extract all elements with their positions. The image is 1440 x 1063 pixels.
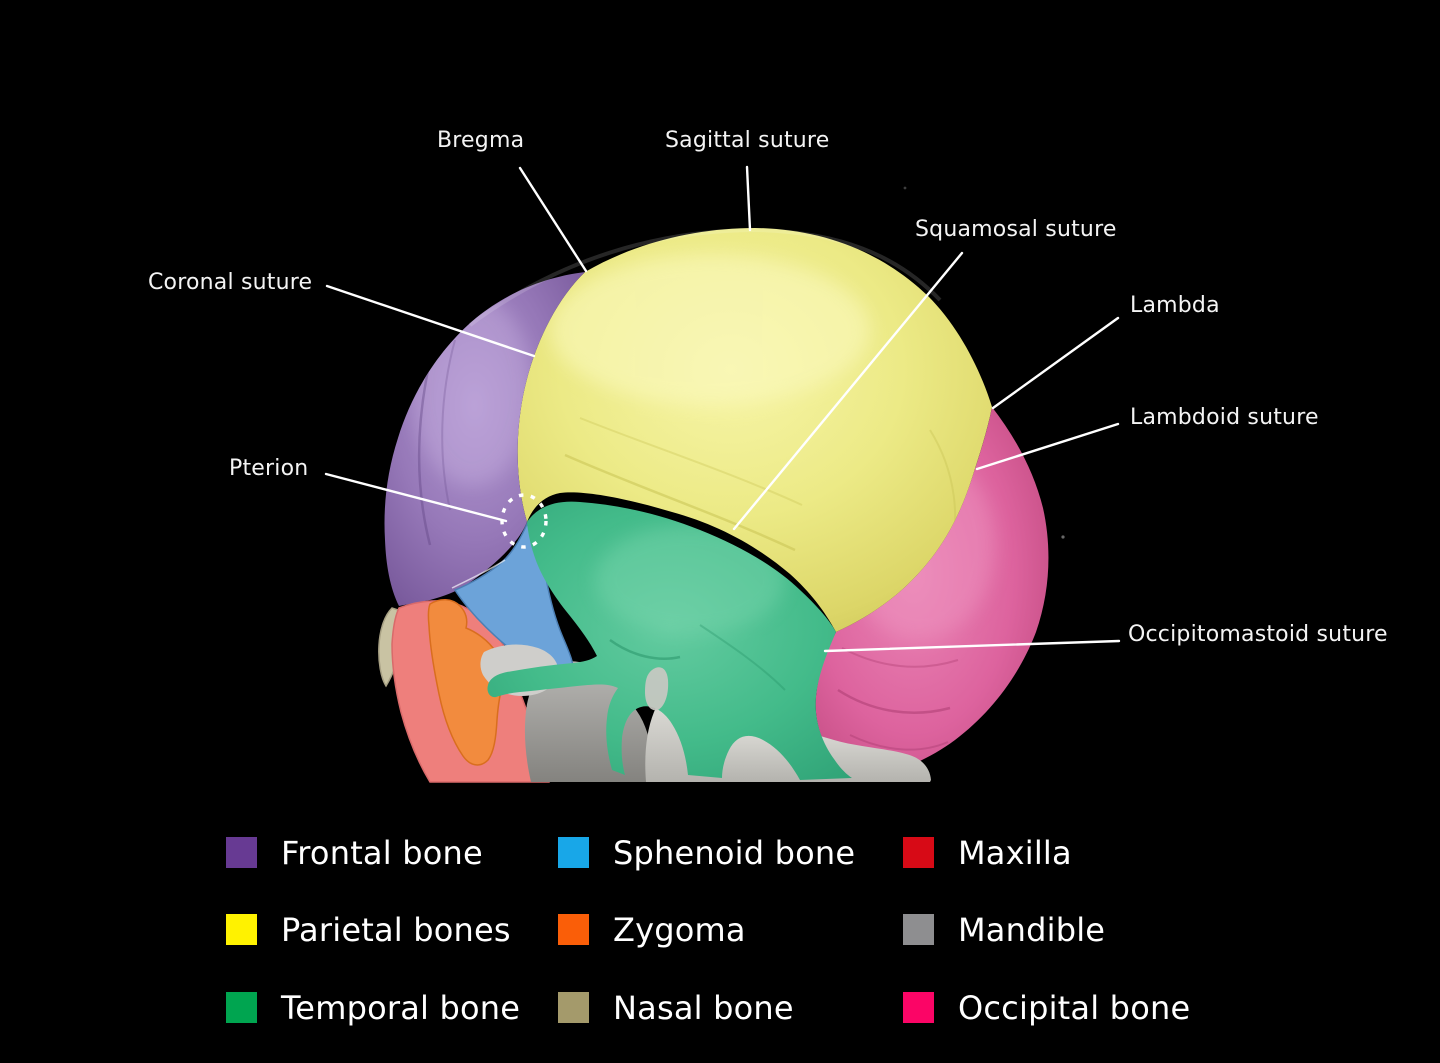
legend-item-temporal-bone: Temporal bone bbox=[226, 988, 521, 1027]
squamosal-suture-line bbox=[732, 251, 964, 531]
dome-rim-highlight bbox=[468, 227, 942, 327]
render-speck bbox=[903, 186, 907, 190]
legend-label: Zygoma bbox=[613, 910, 746, 949]
zygoma-region bbox=[427, 599, 505, 766]
legend-label: Parietal bones bbox=[281, 910, 511, 949]
occipital-bone-swatch bbox=[903, 992, 934, 1023]
bregma-line bbox=[518, 166, 588, 273]
sphenoid-bone-swatch bbox=[558, 837, 589, 868]
pterion-marker-circle bbox=[500, 493, 548, 549]
label-pterion: Pterion bbox=[229, 456, 309, 481]
legend-label: Temporal bone bbox=[281, 988, 521, 1027]
legend-label: Maxilla bbox=[958, 833, 1072, 872]
legend-label: Nasal bone bbox=[613, 988, 794, 1027]
label-sagittal-suture: Sagittal suture bbox=[665, 128, 830, 153]
ear-canal-bone bbox=[645, 667, 669, 711]
parietal-bones-swatch bbox=[226, 914, 257, 945]
legend-item-occipital-bone: Occipital bone bbox=[903, 988, 1191, 1027]
legend-item-maxilla: Maxilla bbox=[903, 833, 1072, 872]
lambda-line bbox=[991, 316, 1120, 410]
frontal-bone-swatch bbox=[226, 837, 257, 868]
label-lambdoid-suture: Lambdoid suture bbox=[1130, 405, 1319, 430]
legend-item-zygoma: Zygoma bbox=[558, 910, 746, 949]
mandible-region bbox=[524, 661, 654, 782]
nasal-bone-swatch bbox=[558, 992, 589, 1023]
legend-label: Sphenoid bone bbox=[613, 833, 856, 872]
label-coronal-suture: Coronal suture bbox=[148, 270, 313, 295]
sphenofrontal-suture-highlight bbox=[451, 559, 506, 589]
occipitomastoid-suture-line bbox=[823, 639, 1121, 653]
legend-item-sphenoid-bone: Sphenoid bone bbox=[558, 833, 856, 872]
mandible-swatch bbox=[903, 914, 934, 945]
temporal-shading bbox=[595, 525, 786, 691]
coronal-suture-line bbox=[325, 284, 536, 358]
sagittal-suture-line bbox=[745, 165, 752, 232]
legend-item-parietal-bones: Parietal bones bbox=[226, 910, 511, 949]
zygoma-swatch bbox=[558, 914, 589, 945]
lambdoid-suture-line bbox=[975, 422, 1120, 471]
callout-lines bbox=[324, 165, 1121, 653]
legend-item-frontal-bone: Frontal bone bbox=[226, 833, 483, 872]
legend-label: Mandible bbox=[958, 910, 1106, 949]
legend-item-nasal-bone: Nasal bone bbox=[558, 988, 794, 1027]
pterion-line bbox=[324, 472, 508, 523]
legend-label: Occipital bone bbox=[958, 988, 1191, 1027]
parietal-shading bbox=[550, 255, 957, 561]
legend-item-mandible: Mandible bbox=[903, 910, 1106, 949]
temporal-bone-swatch bbox=[226, 992, 257, 1023]
sphenoid-bone-region bbox=[453, 522, 574, 675]
label-lambda: Lambda bbox=[1130, 293, 1220, 318]
render-speck bbox=[1061, 535, 1065, 539]
legend-label: Frontal bone bbox=[281, 833, 483, 872]
label-occipitomastoid-suture: Occipitomastoid suture bbox=[1128, 622, 1388, 647]
maxilla-swatch bbox=[903, 837, 934, 868]
label-squamosal-suture: Squamosal suture bbox=[915, 217, 1117, 242]
label-bregma: Bregma bbox=[437, 128, 525, 153]
